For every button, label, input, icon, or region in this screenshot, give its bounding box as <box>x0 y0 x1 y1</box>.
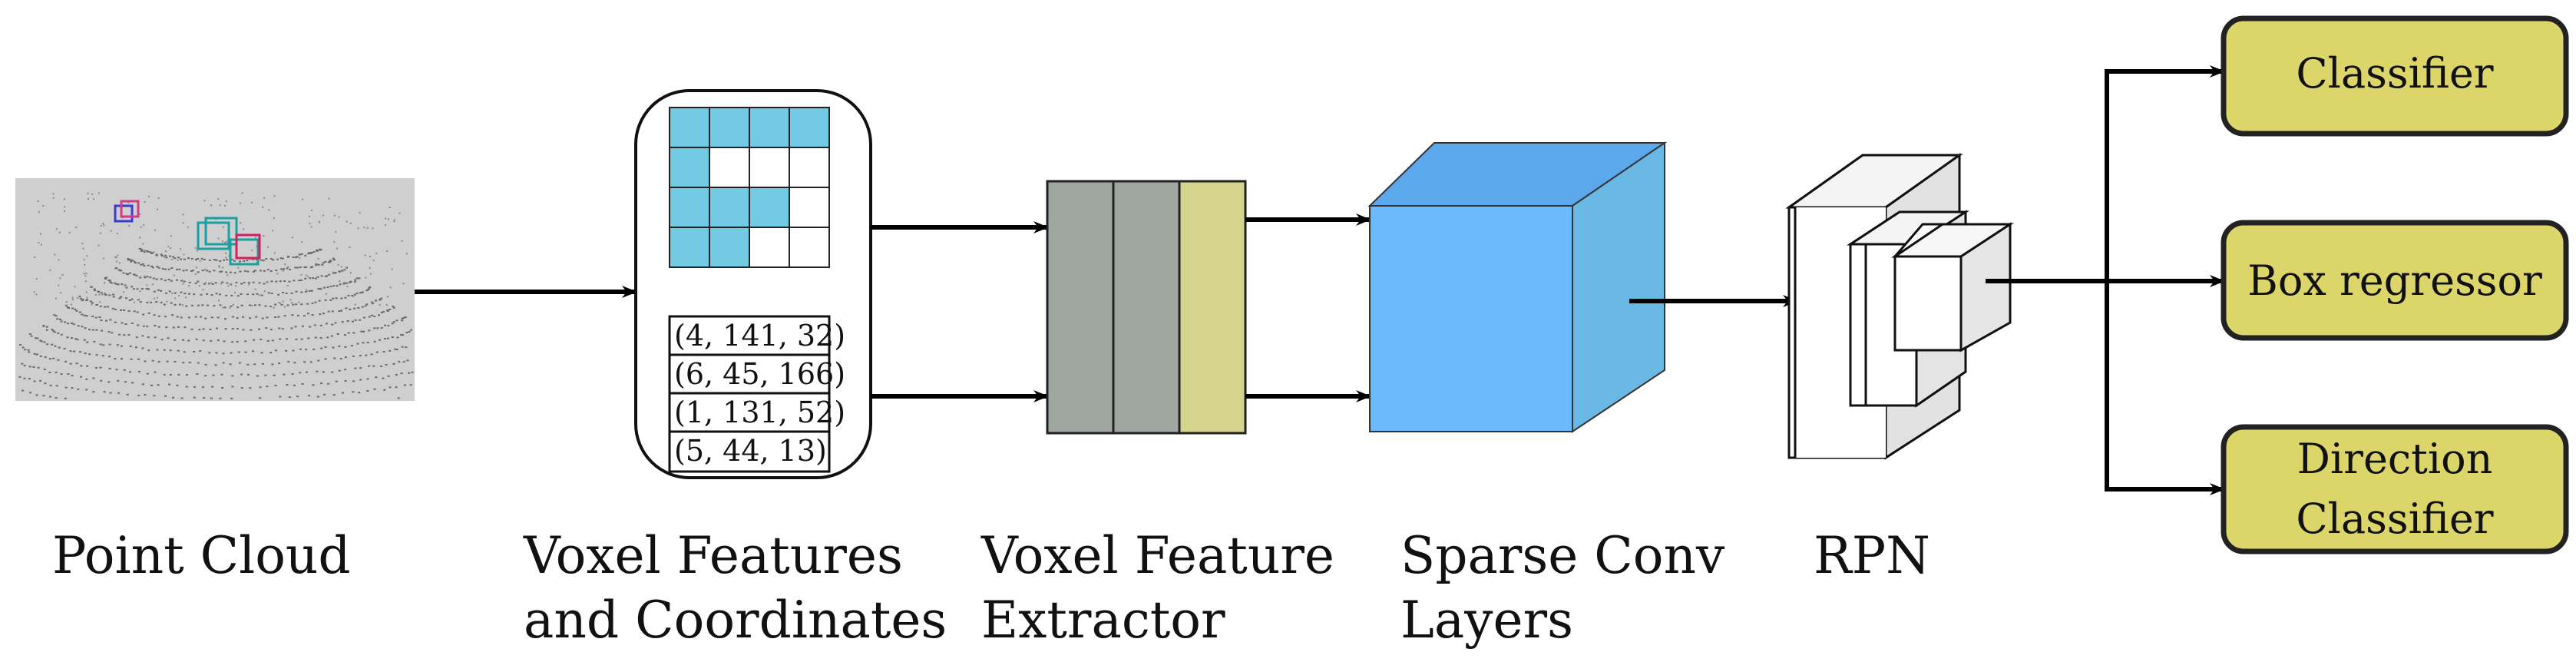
voxel-cell <box>789 147 830 188</box>
voxel-grid <box>669 107 830 268</box>
point-cloud-label: Point Cloud <box>52 526 351 585</box>
voxel-cell <box>669 187 710 228</box>
voxel-features-label-line1: Voxel Features <box>523 526 903 585</box>
voxel-cell <box>709 227 750 268</box>
voxel-features-label-line2: and Coordinates <box>524 591 947 650</box>
voxel-cell <box>669 227 710 268</box>
sparse-conv-label-line2: Layers <box>1400 591 1573 650</box>
voxel-cell <box>709 147 750 188</box>
voxel-cell <box>749 107 790 148</box>
voxel-cell <box>789 107 830 148</box>
voxel-cell <box>709 107 750 148</box>
voxel-cell <box>709 187 750 228</box>
box-regressor-box: Box regressor <box>2221 220 2569 341</box>
rpn-label: RPN <box>1814 526 1930 585</box>
vfe-label-line1: Voxel Feature <box>980 526 1334 585</box>
direction-classifier-label-line2: Classifier <box>2296 495 2493 543</box>
box-regressor-label: Box regressor <box>2247 257 2542 305</box>
voxel-feature-extractor-block <box>1046 180 1247 435</box>
coordinate-entry: (4, 141, 32) <box>674 319 845 353</box>
voxel-cell <box>749 227 790 268</box>
voxel-cell <box>749 147 790 188</box>
voxel-features-panel: (4, 141, 32) (6, 45, 166) (1, 131, 52) (… <box>634 89 872 479</box>
sparse-conv-label-line1: Sparse Conv <box>1400 526 1725 585</box>
rpn-block <box>1785 153 2015 460</box>
coordinate-list: (4, 141, 32) (6, 45, 166) (1, 131, 52) (… <box>668 315 845 473</box>
classifier-label: Classifier <box>2296 49 2493 98</box>
point-cloud-image <box>15 178 415 401</box>
detection-box-icon <box>114 200 261 266</box>
voxel-cell <box>669 147 710 188</box>
vfe-label-line2: Extractor <box>981 591 1225 650</box>
sparse-conv-cube <box>1367 141 1668 433</box>
coordinate-entry: (6, 45, 166) <box>674 357 845 391</box>
voxel-cell <box>789 187 830 228</box>
direction-classifier-label-line1: Direction <box>2297 435 2493 483</box>
direction-classifier-box: Direction Classifier <box>2221 424 2569 554</box>
classifier-box: Classifier <box>2221 15 2569 137</box>
voxel-cell <box>749 187 790 228</box>
coordinate-entry: (5, 44, 13) <box>674 434 827 468</box>
voxel-cell <box>669 107 710 148</box>
output-branches <box>1986 65 2225 495</box>
coordinate-entry: (1, 131, 52) <box>674 396 845 429</box>
voxel-cell <box>789 227 830 268</box>
